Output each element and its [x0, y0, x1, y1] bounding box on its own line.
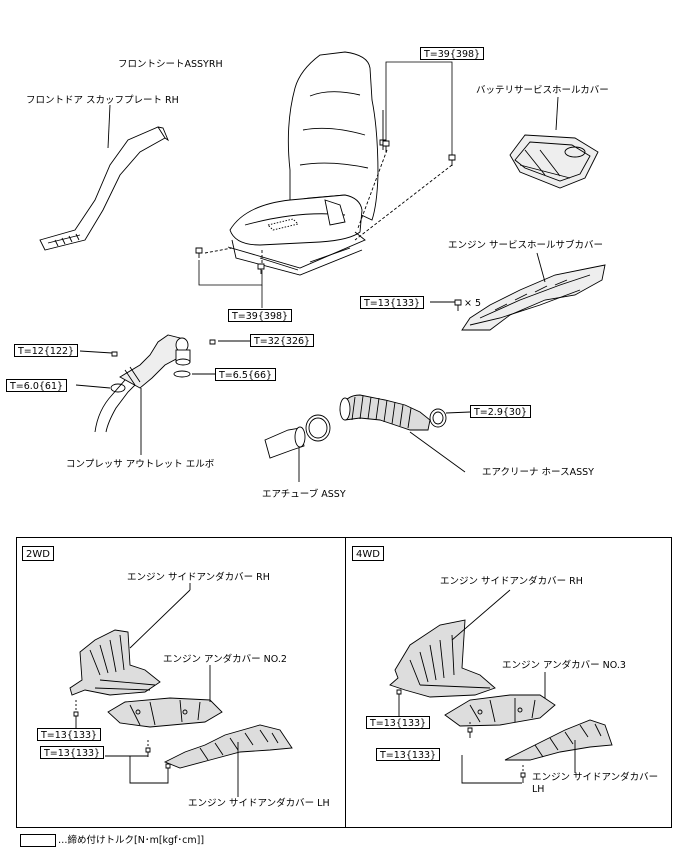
- 2wd-under-cover-no2: [107, 665, 223, 728]
- legend-text: …締め付けトルク[N･m[kgf･cm]]: [58, 835, 205, 846]
- seat-bolts: [195, 140, 456, 274]
- torque-4wd-1: T=13{133}: [366, 716, 431, 729]
- label-4wd-side-cover-lh-1: エンジン サイドアンダカバー: [532, 772, 659, 783]
- legend-swatch: [20, 834, 56, 847]
- air-tube-assy: [264, 414, 331, 482]
- label-2wd-under-cover: エンジン アンダカバー NO.2: [163, 654, 287, 665]
- torque-2wd-2: T=13{133}: [40, 746, 105, 759]
- label-front-door-scuff: フロントドア スカッフプレート RH: [26, 95, 179, 106]
- panel-4wd: [345, 537, 672, 828]
- front-seat: [227, 51, 387, 276]
- torque-elbow-bolt: T=12{122}: [14, 344, 79, 357]
- torque-elbow-nut: T=32{326}: [250, 334, 315, 347]
- label-air-cleaner-hose: エアクリーナ ホースASSY: [482, 467, 594, 478]
- torque-2wd-1: T=13{133}: [37, 728, 102, 741]
- 2wd-side-cover-lh: [105, 724, 293, 797]
- label-battery-cover: バッテリサービスホールカバー: [476, 85, 609, 96]
- torque-sub-cover: T=13{133}: [360, 296, 425, 309]
- torque-hose-clamp: T=2.9{30}: [470, 405, 532, 418]
- torque-4wd-2: T=13{133}: [376, 748, 441, 761]
- label-4wd-under-cover: エンジン アンダカバー NO.3: [502, 660, 626, 671]
- sub-cover-quantity: × 5: [464, 298, 482, 309]
- label-4wd-side-cover-lh-2: LH: [532, 784, 545, 795]
- compressor-outlet-elbow: [75, 334, 250, 455]
- battery-service-hole-cover: [509, 96, 599, 189]
- label-2wd-side-cover-lh: エンジン サイドアンダカバー LH: [188, 798, 330, 809]
- torque-seat-front: T=39{398}: [228, 309, 293, 322]
- torque-elbow-clamp: T=6.0{61}: [6, 379, 68, 392]
- label-4wd-side-cover-rh: エンジン サイドアンダカバー RH: [440, 576, 583, 587]
- tag-4wd: 4WD: [352, 546, 384, 561]
- label-front-seat: フロントシートASSYRH: [118, 59, 223, 70]
- torque-elbow-ring: T=6.5{66}: [215, 368, 277, 381]
- label-engine-sub-cover: エンジン サービスホールサブカバー: [448, 240, 604, 251]
- air-cleaner-hose: [339, 394, 471, 473]
- 4wd-under-cover-no3: [444, 672, 556, 738]
- front-door-scuff-plate: [39, 104, 169, 251]
- label-2wd-side-cover-rh: エンジン サイドアンダカバー RH: [127, 572, 270, 583]
- 4wd-side-cover-lh: [461, 719, 613, 784]
- tag-2wd: 2WD: [22, 546, 54, 561]
- torque-seat-rear: T=39{398}: [420, 47, 485, 60]
- 4wd-side-cover-rh: [389, 589, 511, 716]
- label-air-tube: エアチューブ ASSY: [262, 489, 346, 500]
- seat-torque-leaders: [198, 61, 453, 308]
- 2wd-side-cover-rh: [69, 583, 191, 734]
- label-compressor-elbow: コンプレッサ アウトレット エルボ: [66, 459, 215, 470]
- engine-service-hole-sub-cover: [430, 252, 606, 331]
